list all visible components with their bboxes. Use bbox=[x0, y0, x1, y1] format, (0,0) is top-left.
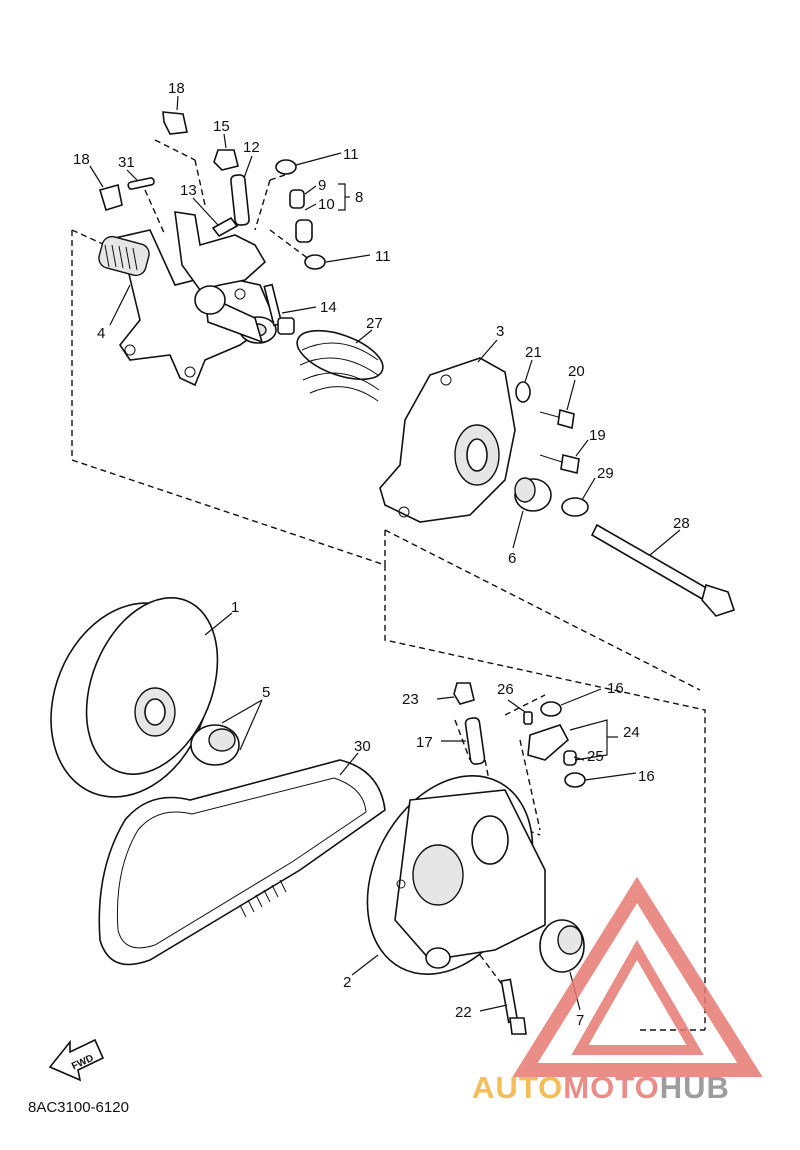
movable-sheave-hardware bbox=[453, 682, 586, 1035]
part-label-1: 1 bbox=[231, 599, 239, 616]
part-label-30: 30 bbox=[354, 738, 371, 755]
part-label-11: 11 bbox=[343, 146, 359, 163]
svg-text:AUTOMOTOHUB: AUTOMOTOHUB bbox=[472, 1070, 730, 1105]
cover-plate bbox=[379, 357, 516, 523]
part-label-5: 5 bbox=[262, 684, 270, 701]
spider-assembly bbox=[98, 211, 277, 387]
part-label-23: 23 bbox=[402, 691, 419, 708]
part-label-20: 20 bbox=[568, 363, 585, 380]
part-label-27: 27 bbox=[366, 315, 383, 332]
watermark-part3: HUB bbox=[660, 1070, 730, 1105]
diagram-code: 8AC3100-6120 bbox=[28, 1099, 129, 1116]
part-label-3: 3 bbox=[496, 323, 504, 340]
spring bbox=[296, 329, 384, 402]
movable-sheave bbox=[366, 775, 546, 975]
part-label-18: 18 bbox=[73, 151, 90, 168]
part-label-22: 22 bbox=[455, 1004, 472, 1021]
part-label-18: 18 bbox=[168, 80, 185, 97]
cover-hardware bbox=[514, 381, 736, 617]
bushing-2 bbox=[539, 919, 585, 973]
part-label-9: 9 bbox=[318, 177, 326, 194]
part-label-29: 29 bbox=[597, 465, 614, 482]
part-label-10: 10 bbox=[318, 196, 335, 213]
part-label-19: 19 bbox=[589, 427, 606, 444]
part-label-17: 17 bbox=[416, 734, 433, 751]
part-label-21: 21 bbox=[525, 344, 542, 361]
small-spider-parts bbox=[98, 111, 326, 335]
part-label-4: 4 bbox=[97, 325, 105, 342]
watermark-part2: MOTO bbox=[563, 1070, 659, 1105]
watermark-logo: AUTOMOTOHUB bbox=[472, 876, 763, 1105]
forward-arrow-icon: FWD bbox=[48, 1038, 105, 1082]
leader-lines bbox=[89, 95, 681, 1012]
part-label-16: 16 bbox=[607, 680, 624, 697]
part-label-26: 26 bbox=[497, 681, 514, 698]
part-label-25: 25 bbox=[587, 748, 604, 765]
drive-belt bbox=[98, 759, 386, 966]
part-label-14: 14 bbox=[320, 299, 337, 316]
part-label-8: 8 bbox=[355, 189, 363, 206]
part-label-31: 31 bbox=[118, 154, 135, 171]
part-label-13: 13 bbox=[180, 182, 197, 199]
part-label-11: 11 bbox=[375, 248, 391, 265]
part-label-7: 7 bbox=[576, 1012, 584, 1029]
part-label-15: 15 bbox=[213, 118, 230, 135]
part-label-16: 16 bbox=[638, 768, 655, 785]
fixed-sheave bbox=[50, 596, 219, 798]
part-number-labels: 18 15 12 11 18 31 9 10 8 13 11 4 14 27 3… bbox=[73, 80, 690, 1029]
bushing bbox=[190, 724, 240, 766]
watermark-part1: AUTO bbox=[472, 1070, 563, 1105]
part-label-6: 6 bbox=[508, 550, 516, 567]
part-label-24: 24 bbox=[623, 724, 640, 741]
part-label-12: 12 bbox=[243, 139, 260, 156]
part-label-2: 2 bbox=[343, 974, 351, 991]
part-label-28: 28 bbox=[673, 515, 690, 532]
